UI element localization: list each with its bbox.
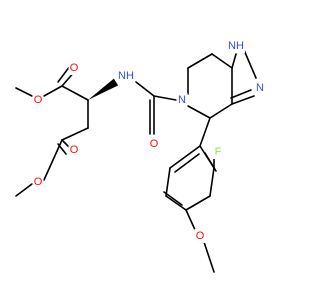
atom-label-oxygen: O (70, 62, 79, 74)
bond-line (187, 105, 211, 119)
atom-label-fluorine: F (215, 146, 222, 158)
atom-label-nitrogen: N (178, 94, 186, 106)
bond-line (231, 95, 255, 105)
bond-layer (15, 49, 257, 273)
atom-label-background (194, 229, 206, 243)
bond-line (57, 65, 71, 83)
bond-line (43, 139, 63, 181)
atom-label-background (254, 81, 266, 95)
atom-label-oxygen: O (34, 176, 43, 188)
atom-label-nitrogen: NH (228, 40, 244, 52)
bond-line (165, 195, 187, 211)
atom-label-background (117, 69, 135, 83)
bond-line (135, 81, 155, 97)
bond-line (199, 117, 211, 147)
atom-label-oxygen: O (70, 144, 79, 156)
bond-line (209, 103, 233, 119)
atom-label-nitrogen: NH (118, 70, 134, 82)
atom-label-background (176, 93, 188, 107)
bond-line (243, 49, 257, 79)
atom-label-background (227, 39, 245, 53)
atom-label-background (32, 175, 44, 189)
bond-line (165, 167, 171, 197)
bond-line (211, 53, 233, 69)
atom-label-background (212, 145, 224, 159)
bond-line (43, 85, 63, 97)
molecule-structure-diagram: O O O O NH O N NH N F O (15, 39, 266, 273)
atom-label-background (32, 93, 44, 107)
bond-line (169, 145, 201, 169)
atom-label-background (68, 61, 80, 75)
bond-line (153, 95, 177, 101)
atom-label-nitrogen: N (256, 82, 264, 94)
bond-line (185, 195, 211, 211)
atom-label-background (68, 143, 80, 157)
bond-line (61, 127, 89, 141)
bond-line (174, 153, 200, 173)
atom-label-layer: O O O O NH O N NH N F O (32, 39, 266, 243)
bond-line (163, 191, 183, 206)
atom-label-oxygen: O (150, 138, 159, 150)
wedge-bond (88, 78, 119, 100)
bond-line (209, 167, 215, 197)
bond-line (187, 53, 213, 69)
bond-line (203, 241, 215, 273)
bond-line (230, 89, 252, 99)
bond-line (15, 183, 33, 197)
bond-line (15, 87, 33, 97)
atom-label-background (148, 137, 160, 151)
bond-line (61, 85, 89, 101)
atom-label-oxygen: O (34, 94, 43, 106)
bond-line (231, 53, 237, 69)
atom-label-oxygen: O (196, 230, 205, 242)
bond-line (185, 209, 197, 233)
